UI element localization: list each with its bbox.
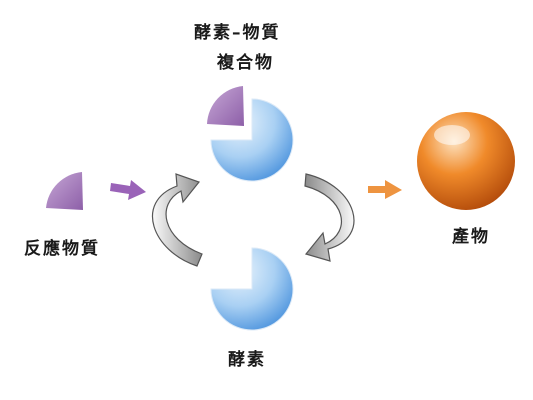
complex-label-line1: 酵素–物質	[194, 23, 281, 43]
product-arrow	[368, 180, 402, 199]
cycle-arrow-left	[151, 173, 203, 267]
cycle-arrow-right	[304, 173, 355, 262]
product-label: 產物	[452, 227, 490, 247]
substrate-label: 反應物質	[24, 239, 100, 259]
product-sphere-highlight	[434, 125, 470, 145]
substrate-arrow	[110, 180, 146, 200]
complex-enzyme-shape	[210, 98, 294, 182]
enzyme-shape	[210, 247, 294, 331]
complex-label-line2: 複合物	[217, 53, 274, 73]
substrate-wedge	[46, 172, 83, 210]
enzyme-label: 酵素	[228, 350, 266, 370]
complex-substrate-wedge	[207, 86, 244, 126]
product-sphere	[417, 112, 515, 210]
